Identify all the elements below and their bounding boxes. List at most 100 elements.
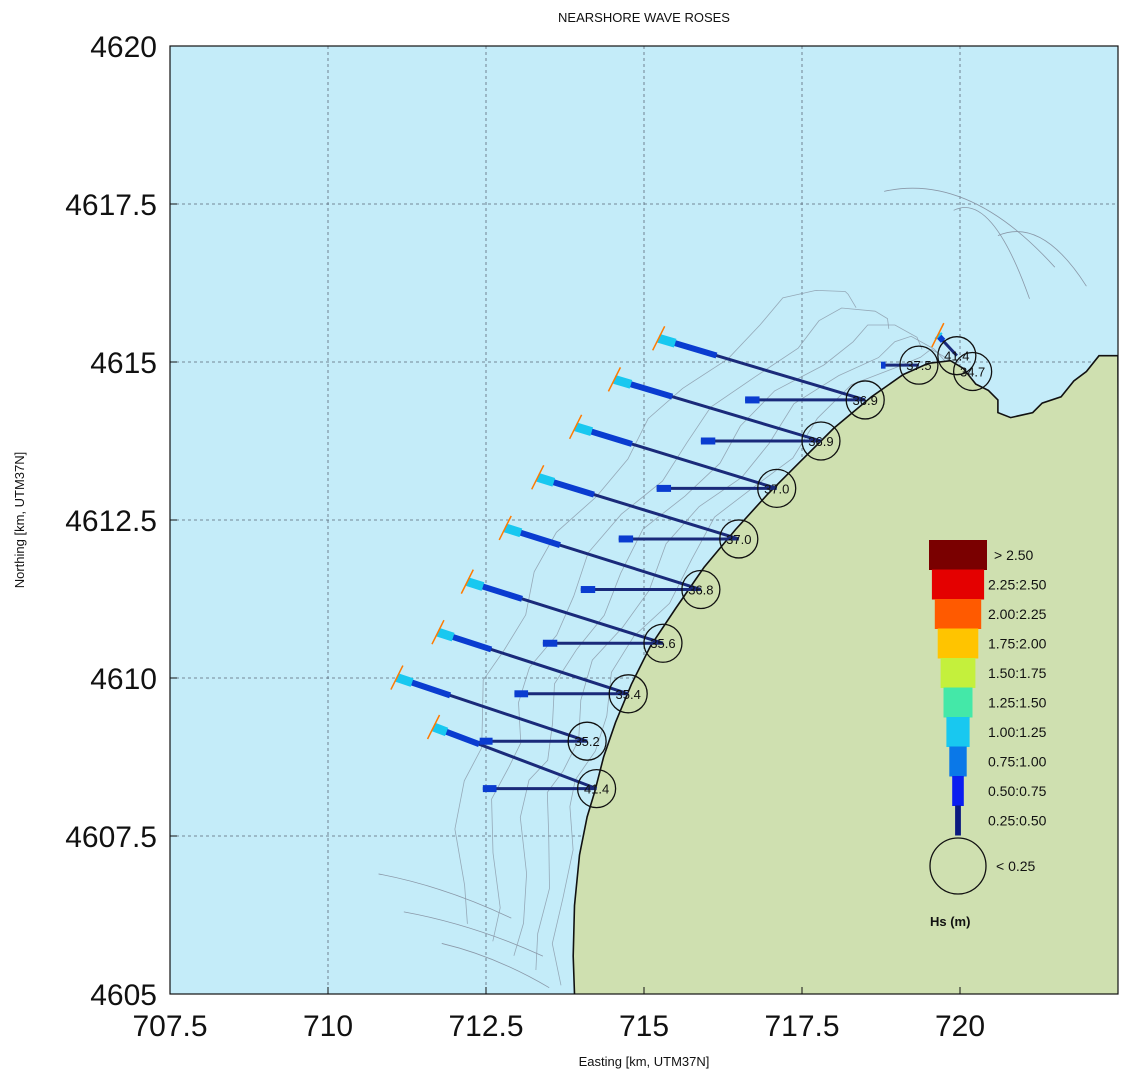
legend-swatch <box>940 658 976 688</box>
legend-swatch <box>931 569 985 600</box>
wave-rose-label: 36.8 <box>688 583 713 598</box>
wave-ray-cap <box>568 414 583 440</box>
legend-entry-label: 1.00:1.25 <box>988 724 1047 740</box>
legend-swatch <box>943 687 973 718</box>
wave-ray-tip <box>574 422 594 437</box>
wave-ray-tip <box>613 375 633 389</box>
legend-swatch <box>929 540 987 570</box>
depth-contour <box>551 348 970 986</box>
legend-entry-label: 2.25:2.50 <box>988 577 1047 593</box>
wave-ray-cap <box>460 569 474 594</box>
chart-title: NEARSHORE WAVE ROSES <box>558 10 730 25</box>
x-tick-label: 707.5 <box>132 1010 207 1043</box>
depth-contour <box>403 911 544 957</box>
y-axis-ticks: 4605 4607.5 4610 4612.5 4615 4617.5 4620 <box>65 31 177 1012</box>
y-tick-label: 4615 <box>90 347 157 380</box>
wave-rose-circle <box>801 421 841 461</box>
y-tick-label: 4605 <box>90 979 157 1012</box>
wave-rose-label: 37.5 <box>906 358 931 373</box>
wave-rose-label: 37.0 <box>726 532 751 547</box>
wave-rose-circle <box>576 768 617 809</box>
wave-rose-label: 41.4 <box>584 782 609 797</box>
wave-rose-label: 36.9 <box>808 434 833 449</box>
x-axis-ticks: 707.5 710 712.5 715 717.5 720 <box>132 987 985 1043</box>
wave-rose-circle <box>845 380 885 420</box>
legend-entry-label: 1.25:1.50 <box>988 695 1047 711</box>
x-axis-label: Easting [km, UTM37N] <box>579 1054 710 1069</box>
wave-rose-label: 35.2 <box>574 734 599 749</box>
wave-ray-cap <box>531 465 545 490</box>
depth-contour <box>454 289 857 924</box>
depth-contour <box>997 231 1087 287</box>
wave-rose-label: 34.7 <box>960 364 985 379</box>
legend-swatch <box>946 717 970 747</box>
depth-contour <box>884 187 1056 268</box>
wave-ray-tip <box>465 577 485 591</box>
land-area <box>572 354 1118 994</box>
wave-rose-label: 36.9 <box>853 393 878 408</box>
legend-entry-label: 1.75:2.00 <box>988 636 1047 652</box>
x-tick-label: 720 <box>935 1010 985 1043</box>
depth-contour <box>378 873 512 919</box>
wave-rose-circle <box>681 569 721 610</box>
x-tick-label: 717.5 <box>764 1010 839 1043</box>
y-tick-label: 4607.5 <box>65 821 157 854</box>
wave-ray-cap <box>607 367 622 392</box>
x-tick-label: 710 <box>303 1010 353 1043</box>
depth-contour <box>441 943 550 989</box>
y-tick-label: 4620 <box>90 31 157 64</box>
legend-swatch <box>934 599 982 629</box>
wave-rose-circle <box>937 336 977 376</box>
wave-rays <box>390 322 958 793</box>
wave-rose-label: 35.4 <box>616 687 641 702</box>
depth-contour <box>513 324 923 956</box>
wave-rose-circle <box>899 345 939 385</box>
wave-rose-label: 35.6 <box>650 636 675 651</box>
legend-swatch <box>955 805 961 836</box>
wave-ray-cap <box>390 665 404 690</box>
wave-ray-tip <box>657 333 677 348</box>
wave-ray-cap <box>931 322 945 348</box>
y-tick-label: 4610 <box>90 663 157 696</box>
wave-rose-circle <box>643 623 683 663</box>
legend-swatch <box>952 776 964 806</box>
bathymetry-contours <box>378 187 1087 989</box>
y-tick-label: 4617.5 <box>65 189 157 222</box>
wave-rose-label: 37.0 <box>764 481 789 496</box>
y-axis-label: Northing [km, UTM37N] <box>12 452 27 589</box>
wave-ray-tip <box>431 722 449 737</box>
legend-entry-label: 1.50:1.75 <box>988 665 1047 681</box>
depth-contour <box>953 207 1030 299</box>
wave-rose-label: 41.4 <box>944 349 969 364</box>
legend-swatch <box>929 837 987 895</box>
wave-rose-circle <box>719 519 759 559</box>
wave-ray-cap <box>651 325 666 351</box>
legend-entry-label: 2.00:2.25 <box>988 606 1047 622</box>
legend-title: Hs (m) <box>930 914 970 929</box>
x-tick-label: 715 <box>619 1010 669 1043</box>
legend-entry-label: < 0.25 <box>996 858 1036 874</box>
depth-contour <box>535 335 951 971</box>
wave-rose-circle <box>952 351 993 392</box>
depth-contour <box>491 307 890 942</box>
x-tick-label: 712.5 <box>448 1010 523 1043</box>
wave-ray-cap <box>431 619 445 645</box>
wave-ray-cap <box>498 515 512 541</box>
legend-swatch <box>937 628 979 659</box>
wave-ray-tip <box>436 627 455 642</box>
wave-rose-circle <box>608 674 648 714</box>
wave-ray-tip <box>395 673 414 687</box>
wave-roses: 41.4 35.2 35.4 35.6 36.8 37.0 37.0 36.9 36.9 37.5… <box>567 336 993 809</box>
legend-entry-label: 0.50:0.75 <box>988 783 1047 799</box>
wave-ray-tip <box>503 523 523 538</box>
legend-entry-label: > 2.50 <box>994 547 1034 563</box>
y-tick-label: 4612.5 <box>65 505 157 538</box>
wave-rose-circle <box>757 468 797 509</box>
wave-rose-circle <box>567 721 607 761</box>
legend-swatch <box>949 746 967 777</box>
wave-ray-tip <box>536 473 556 487</box>
legend: > 2.50 2.25:2.50 2.00:2.25 1.75:2.00 1.50:1.… <box>929 540 1047 929</box>
legend-entry-label: 0.75:1.00 <box>988 754 1047 770</box>
